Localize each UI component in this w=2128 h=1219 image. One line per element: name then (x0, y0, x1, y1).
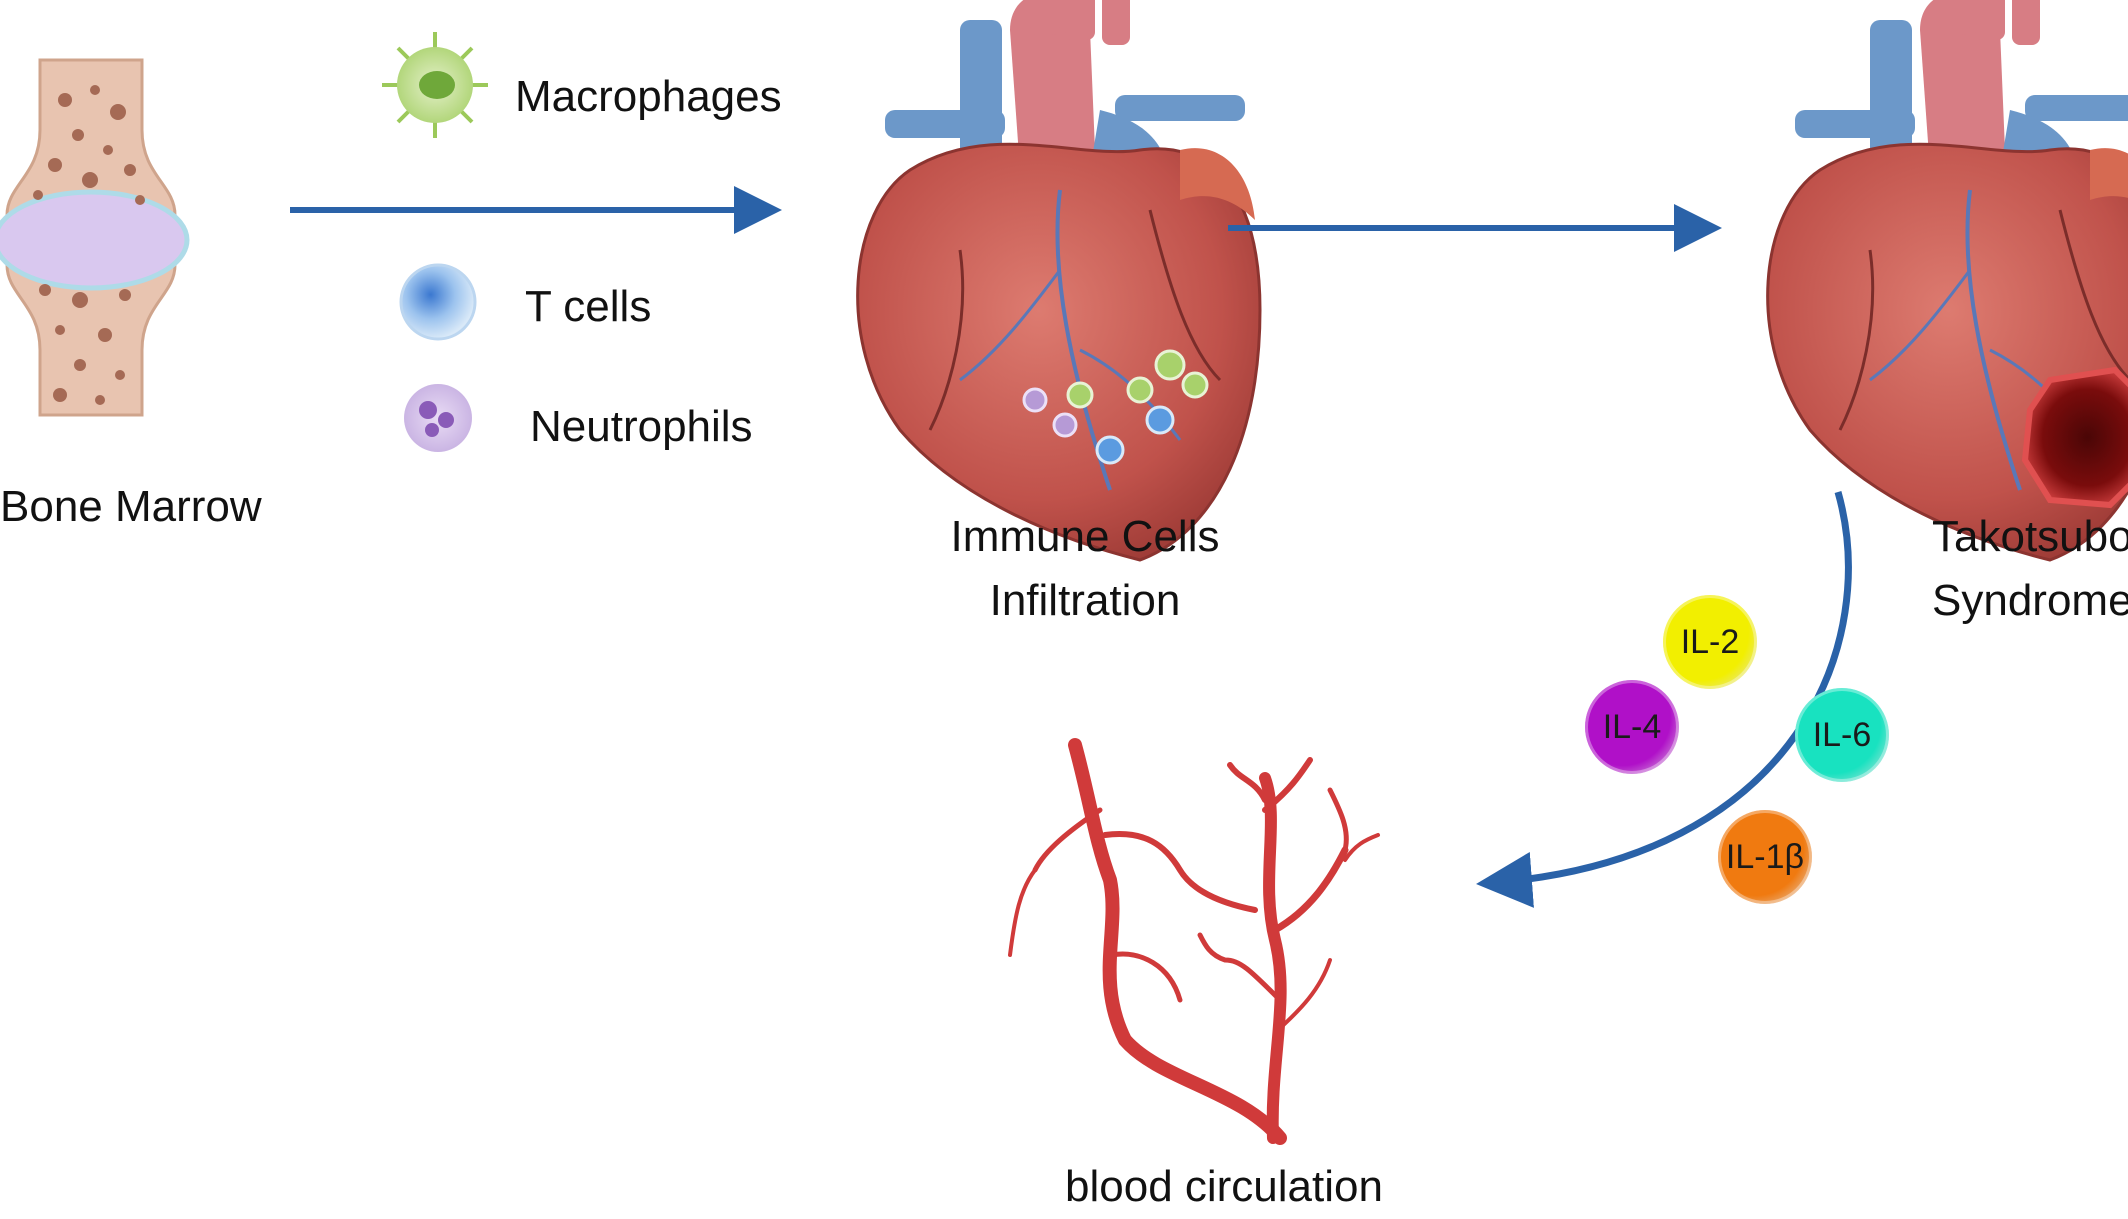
infiltration-label-line2: Infiltration (989, 575, 1181, 625)
heart-infiltration-icon (855, 0, 1262, 562)
t-cell-icon (399, 263, 477, 341)
bone-marrow-label: Bone Marrow (0, 482, 262, 531)
neutrophils-label: Neutrophils (530, 402, 753, 451)
neutrophil-icon (404, 384, 472, 452)
takotsubo-label-line2: Syndrome (1932, 575, 2128, 625)
macrophage-icon (382, 32, 488, 138)
heart-takotsubo-icon (1765, 0, 2128, 562)
t-cells-label: T cells (525, 282, 652, 331)
takotsubo-label-line1: Takotsubo (1932, 512, 2128, 561)
blood-circulation-label: blood circulation (1065, 1162, 1383, 1211)
infiltration-label-line1: Immune Cells (950, 512, 1220, 561)
blood-vessel-icon (1008, 738, 1380, 1145)
cytokine-il6: IL-6 (1795, 688, 1889, 782)
macrophages-label: Macrophages (515, 72, 782, 121)
cytokine-il4: IL-4 (1585, 680, 1679, 774)
cytokine-il1b: IL-1β (1718, 810, 1812, 904)
bone-marrow-icon (0, 58, 190, 417)
infiltration-label: Immune Cells Infiltration (935, 505, 1235, 633)
takotsubo-label: Takotsubo Syndrome (1932, 505, 2128, 633)
cytokine-il2: IL-2 (1663, 595, 1757, 689)
